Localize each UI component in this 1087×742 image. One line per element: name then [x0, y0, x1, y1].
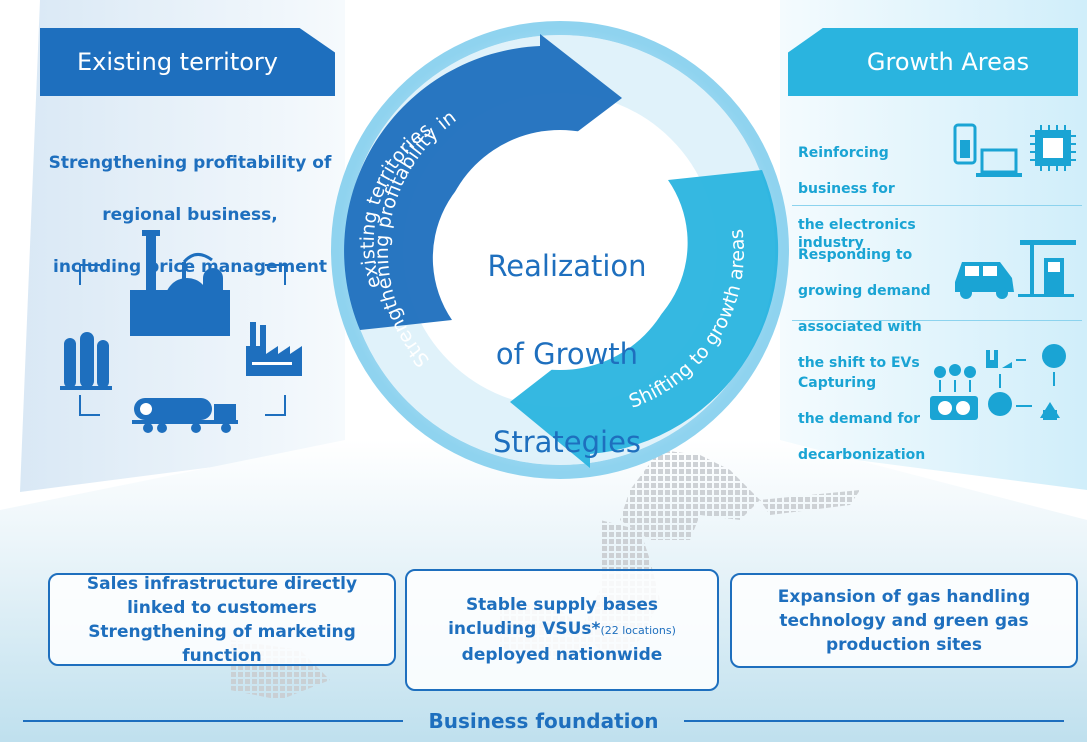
box-line: production sites: [826, 634, 982, 655]
vsu-text: including VSUs*: [448, 619, 601, 639]
box-line: deployed nationwide: [461, 645, 663, 665]
box-line: linked to customers: [127, 597, 317, 618]
growth-area-line: Responding to: [798, 247, 913, 263]
business-foundation-label: Business foundation: [428, 709, 659, 733]
growth-areas-banner: Growth Areas: [788, 28, 1078, 96]
separator: [792, 320, 1082, 321]
outer-ring: [331, 21, 789, 479]
center-title-line: of Growth: [495, 337, 639, 371]
vsu-count-note: (22 locations): [600, 624, 676, 637]
box-line: including VSUs*(22 locations): [448, 617, 676, 643]
box-line: Strengthening of marketing function: [88, 621, 356, 666]
growth-area-line: decarbonization: [798, 447, 926, 463]
refinery-icon: [130, 230, 230, 336]
factory-icon: [246, 322, 302, 376]
foundation-box-sales: Sales infrastructure directly linked to …: [48, 573, 396, 666]
growth-area-decarbonization: Capturing the demand for decarbonization: [798, 356, 928, 482]
business-foundation-label-row: Business foundation: [0, 700, 1087, 742]
growth-area-line: growing demand: [798, 283, 931, 299]
charging-station-icon: [1018, 240, 1076, 297]
tanker-truck-icon: [132, 398, 238, 433]
description-line: Strengthening profitability of: [48, 153, 332, 173]
gas-tanks-icon: [60, 332, 112, 390]
arrow-shifting: [510, 170, 779, 468]
center-circle: [440, 130, 680, 370]
house-icon: [1040, 402, 1060, 420]
center-title-line: Strategies: [492, 425, 642, 459]
center-title: Realization of Growth Strategies: [452, 200, 682, 508]
description-line: including price management: [53, 257, 327, 277]
growth-area-line: associated with: [798, 319, 922, 335]
growth-area-electronics: Reinforcing business for the electronics…: [798, 126, 978, 270]
growth-area-line: the electronics industry: [798, 217, 916, 251]
car-icon: [955, 262, 1014, 299]
cloud-cycle-icon: [930, 364, 978, 420]
growth-area-line: the demand for: [798, 411, 921, 427]
foundation-box-gas: Expansion of gas handling technology and…: [730, 573, 1078, 668]
arrow-strengthening: [344, 34, 622, 330]
box-line: Sales infrastructure directly: [86, 573, 358, 594]
existing-territory-banner: Existing territory: [40, 28, 335, 96]
growth-area-ev: Responding to growing demand associated …: [798, 228, 948, 390]
growth-area-line: Capturing: [798, 375, 877, 391]
smartphone-icon: [953, 123, 977, 165]
growth-area-line: business for: [798, 181, 895, 197]
growth-area-line: the shift to EVs: [798, 355, 920, 371]
divider-line: [684, 720, 1065, 722]
laptop-icon: [976, 148, 1022, 177]
box-line: technology and green gas: [779, 610, 1029, 631]
factory-icon: [986, 350, 1026, 368]
existing-territory-description: Strengthening profitability of regional …: [40, 124, 340, 306]
earth-icon: [988, 344, 1066, 416]
box-line: Expansion of gas handling: [777, 586, 1031, 607]
description-line: regional business,: [102, 205, 278, 225]
chip-icon: [1030, 125, 1076, 171]
center-title-line: Realization: [487, 249, 647, 283]
box-line: Stable supply bases: [465, 595, 659, 615]
foundation-box-supply: Stable supply bases including VSUs*(22 l…: [405, 569, 719, 691]
separator: [792, 205, 1082, 206]
growth-area-line: Reinforcing: [798, 145, 889, 161]
frame-corner: [79, 264, 100, 285]
divider-line: [22, 720, 403, 722]
